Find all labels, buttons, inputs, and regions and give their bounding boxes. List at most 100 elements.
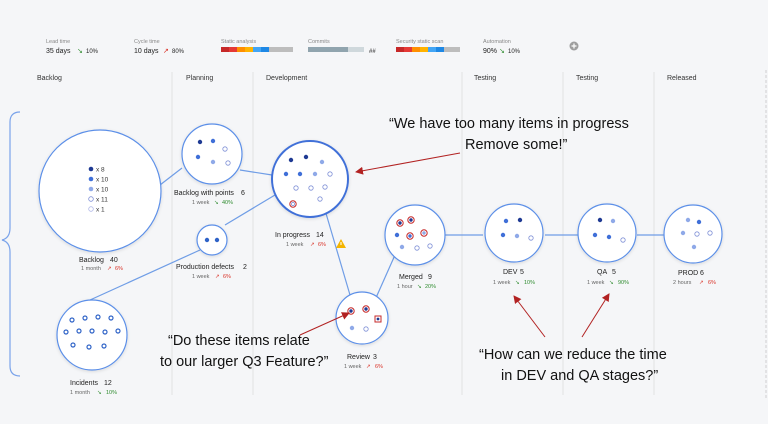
trend-down-icon: ↘ [77, 48, 83, 55]
node-time: 1 week [344, 364, 362, 370]
metric-commits[interactable]: Commits ## [308, 39, 376, 55]
metric-value: 10 days [134, 48, 159, 55]
node-pct: 40% [222, 200, 233, 206]
bar-segment [428, 47, 436, 52]
bar-segment [324, 47, 332, 52]
security-scan-bar [396, 47, 460, 52]
node-dev[interactable]: DEV 5 1 week ↘ 10% [484, 203, 544, 286]
node-pct: 20% [425, 284, 436, 290]
node-merged[interactable]: Merged 9 1 hour ↘ 20% [384, 204, 446, 290]
metric-lead-time[interactable]: Lead time 35 days ↘ 10% [46, 39, 99, 55]
node-time: 1 week [286, 242, 304, 248]
trend-down-icon: ↘ [609, 280, 614, 286]
node-count: 5 [612, 269, 616, 276]
node-count: 6 [241, 190, 245, 197]
node-name: Incidents [70, 380, 99, 387]
item-type-legend: x 8 x 10 x 10 x 11 x 1 [88, 167, 109, 214]
node-pct: 90% [618, 280, 629, 286]
bar-segment [221, 47, 229, 52]
column-released: Released [667, 75, 697, 82]
node-production-defects[interactable]: Production defects 2 1 week ↗ 6% [176, 224, 247, 280]
node-pct: 6% [318, 242, 326, 248]
node-in-progress[interactable]: In progress 14 1 week ↗ 6% [271, 140, 349, 248]
bar-segment [245, 47, 253, 52]
metric-label: Commits [308, 39, 330, 45]
trend-up-icon: ↗ [366, 364, 371, 370]
node-time: 1 week [192, 200, 210, 206]
quote-relate-line2: to our larger Q3 Feature?” [160, 354, 329, 370]
metric-label: Security static scan [396, 39, 443, 45]
quote-reduce-line2: in DEV and QA stages?” [501, 368, 658, 384]
legend-count: x 10 [96, 187, 109, 194]
bar-segment [340, 47, 348, 52]
bar-segment [277, 47, 285, 52]
node-pct: 10% [524, 280, 535, 286]
node-name: Backlog [79, 257, 104, 264]
node-name: Merged [399, 274, 423, 281]
trend-up-icon: ↗ [699, 280, 704, 286]
node-count: 9 [428, 274, 432, 281]
node-time: 1 month [81, 266, 101, 272]
commits-bar [308, 47, 364, 52]
metric-security-scan[interactable]: Security static scan [396, 39, 460, 52]
node-time: 1 week [493, 280, 511, 286]
metric-static-analysis[interactable]: Static analysis [221, 39, 293, 52]
column-testing-dev: Testing [474, 75, 496, 82]
bar-segment [237, 47, 245, 52]
node-backlog-with-points[interactable]: Backlog with points 6 1 week ↘ 40% [174, 123, 245, 206]
backlog-bracket [1, 111, 21, 377]
node-name: DEV [503, 269, 518, 276]
node-time: 1 month [70, 390, 90, 396]
metric-label: Static analysis [221, 39, 256, 45]
trend-down-icon: ↘ [499, 48, 505, 55]
node-count: 3 [373, 354, 377, 361]
metric-value: ## [369, 49, 376, 55]
node-review[interactable]: Review 3 1 week ↗ 6% [335, 291, 389, 370]
node-time: 2 hours [673, 280, 692, 286]
node-name: In progress [275, 232, 311, 239]
quote-reduce-line1: “How can we reduce the time [479, 347, 667, 363]
trend-down-icon: ↘ [214, 200, 219, 206]
metric-label: Cycle time [134, 39, 160, 45]
bar-segment [412, 47, 420, 52]
column-backlog: Backlog [37, 75, 62, 82]
metric-label: Lead time [46, 39, 70, 45]
plus-circle-icon[interactable] [569, 41, 579, 51]
quote-too-many-line1: “We have too many items in progress [389, 116, 629, 132]
node-qa[interactable]: QA 5 1 week ↘ 90% [577, 203, 637, 286]
trend-up-icon: ↗ [310, 242, 315, 248]
bar-segment [261, 47, 269, 52]
bar-segment [316, 47, 324, 52]
column-dividers [171, 72, 655, 395]
node-time: 1 hour [397, 284, 413, 290]
legend-count: x 10 [96, 177, 109, 184]
bar-segment [229, 47, 237, 52]
node-pct: 6% [115, 266, 123, 272]
node-incidents[interactable]: Incidents 12 1 month ↘ 10% [56, 299, 128, 396]
trend-down-icon: ↘ [515, 280, 520, 286]
trend-up-icon: ↗ [163, 48, 169, 55]
metric-cycle-time[interactable]: Cycle time 10 days ↗ 80% [134, 39, 185, 55]
node-backlog[interactable]: x 8 x 10 x 10 x 11 x 1 Backlog 40 1 mont… [38, 129, 162, 272]
node-pct: 6% [708, 280, 716, 286]
node-pct: 10% [106, 390, 117, 396]
node-name: Review [347, 354, 371, 361]
bar-segment [356, 47, 364, 52]
column-testing-qa: Testing [576, 75, 598, 82]
node-count: 12 [104, 380, 112, 387]
flow-connectors [89, 167, 665, 301]
bar-segment [332, 47, 340, 52]
annotation-quotes: “We have too many items in progress Remo… [160, 116, 667, 384]
callout-arrows [299, 152, 610, 338]
metric-pct: 10% [86, 49, 99, 55]
metric-value: 35 days [46, 48, 71, 55]
bar-segment [452, 47, 460, 52]
node-count: 5 [520, 269, 524, 276]
metric-automation[interactable]: Automation 90% ↘ 10% [483, 39, 521, 55]
node-prod[interactable]: PROD 6 2 hours ↗ 6% [663, 204, 723, 286]
stage-columns: Backlog Planning Development Testing Tes… [37, 70, 767, 400]
trend-up-icon: ↗ [215, 274, 220, 280]
column-development: Development [266, 75, 307, 82]
bar-segment [285, 47, 293, 52]
